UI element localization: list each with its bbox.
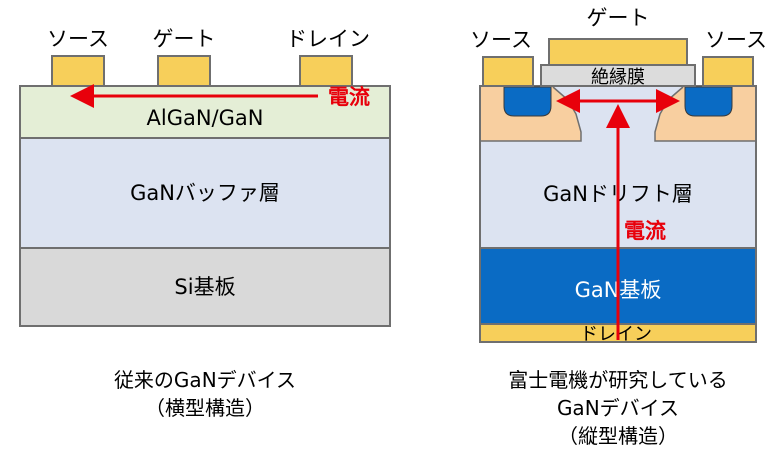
gan-buffer-layer [19,137,391,249]
algan-gan-label: AlGaN/GaN [147,106,264,130]
vertical-caption-line3: （縦型構造） [558,424,678,448]
lateral-caption-line1: 従来のGaNデバイス [114,368,296,392]
lateral-drain-label: ドレイン [286,27,370,51]
vertical-gate-electrode [548,38,688,66]
vertical-drain-label: ドレイン [580,324,652,345]
vertical-device: ゲート ソース ソース 絶縁膜 GaNドリフト層 GaN基板 ドレイン 電流 富… [470,6,767,448]
lateral-current-label: 電流 [328,85,370,109]
lateral-drain-electrode [299,55,353,87]
insulator-label: 絶縁膜 [591,67,645,88]
n-region-left [503,86,552,117]
lateral-device: ソース ゲート ドレイン AlGaN/GaN GaNバッファ層 Si基板 電流 … [19,27,391,420]
vertical-source-right-label: ソース [705,28,767,52]
lateral-gate-electrode [157,55,211,87]
gan-buffer-label: GaNバッファ層 [130,181,280,205]
vertical-source-electrode-right [702,56,754,87]
vertical-current-label: 電流 [624,219,666,243]
lateral-caption-line2: （横型構造） [145,396,265,420]
vertical-source-left-label: ソース [470,28,532,52]
lateral-source-label: ソース [47,27,109,51]
vertical-source-electrode-left [482,56,534,87]
vertical-gate-label: ゲート [587,6,650,30]
si-substrate-layer [19,247,391,327]
vertical-caption-line2: GaNデバイス [557,396,679,420]
lateral-gate-label: ゲート [153,27,216,51]
vertical-caption-line1: 富士電機が研究している [508,368,727,392]
si-substrate-label: Si基板 [174,275,235,299]
n-region-right [684,86,733,117]
lateral-source-electrode [51,55,105,87]
